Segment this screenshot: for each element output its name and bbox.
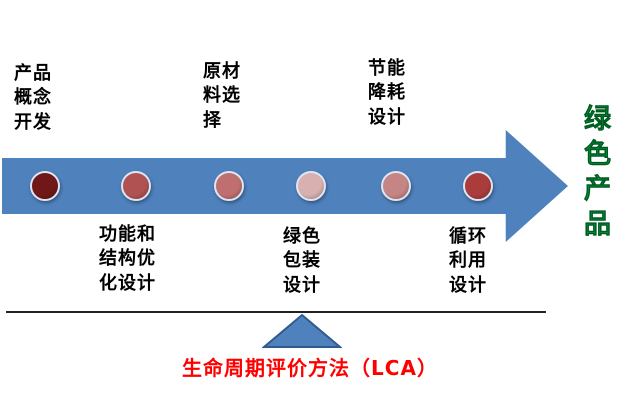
stage-label-concept-development: 产品 概念 开发 bbox=[14, 63, 52, 133]
stage-dot-5 bbox=[381, 171, 411, 201]
stage-label-energy-saving-design: 节能 降耗 设计 bbox=[368, 58, 406, 128]
stage-label-green-packaging-design: 绿色 包装 设计 bbox=[283, 226, 321, 296]
stage-label-material-selection: 原材 料选 择 bbox=[203, 61, 241, 131]
stage-dot-6 bbox=[463, 171, 493, 201]
stage-label-function-structure-optimization: 功能和 结构优 化设计 bbox=[99, 224, 156, 294]
stage-dot-3 bbox=[214, 171, 244, 201]
stage-label-recycling-design: 循环 利用 设计 bbox=[449, 226, 487, 296]
stage-dot-2 bbox=[121, 171, 151, 201]
stage-dot-4 bbox=[296, 171, 326, 201]
lca-baseline bbox=[6, 311, 546, 313]
lca-method-caption: 生命周期评价方法（LCA） bbox=[182, 356, 438, 380]
stage-dot-1 bbox=[30, 171, 60, 201]
green-product-label: 绿 色 产 品 bbox=[584, 104, 612, 241]
lca-pointer-triangle-icon bbox=[262, 313, 342, 348]
